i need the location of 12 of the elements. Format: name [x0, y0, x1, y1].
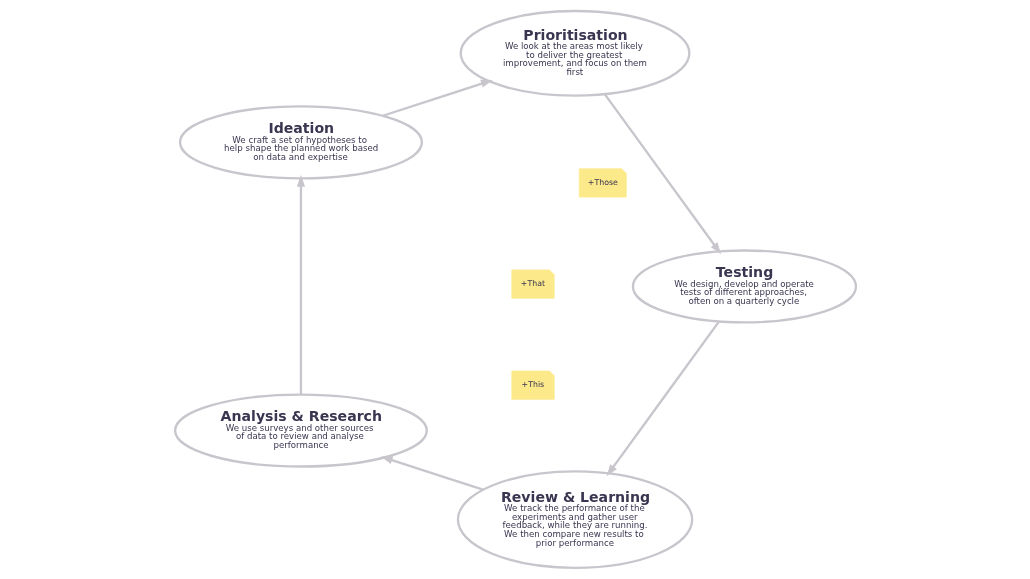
node-ellipse: Prioritisation We look at the areas most likely to deliver the greatest improvement, and focus on them first: [459, 9, 691, 97]
label: +Those: [587, 177, 618, 187]
arrow: [296, 174, 305, 395]
label: +This: [521, 380, 544, 390]
node-ellipse: Ideation We craft a set of hypotheses to help shape the planned work based on data and expertise: [178, 105, 423, 180]
node-ellipse: Testing We design, develop and operate tests of different approaches, often on a quarterly cycle: [631, 249, 857, 324]
label: +That: [520, 279, 545, 289]
arrow: [380, 456, 483, 491]
arrow: [381, 79, 493, 117]
arrow: [603, 93, 721, 255]
arrow: [606, 320, 720, 477]
node-ellipse: Review & Learning We track the performance of the experiments and gather user feedback, while they are running. We then compare new results to prior performance: [456, 470, 693, 570]
